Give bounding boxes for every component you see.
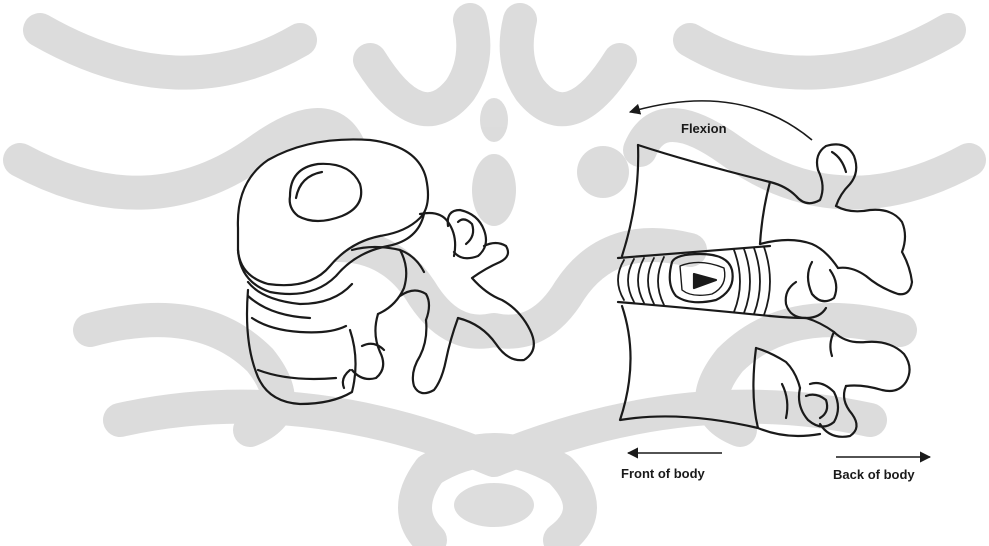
flexion-label: Flexion	[681, 121, 727, 136]
vertebra-top-view	[238, 139, 534, 404]
back-of-body-label: Back of body	[833, 467, 915, 482]
vertebrae-side-view	[618, 144, 912, 436]
front-of-body-label: Front of body	[621, 466, 705, 481]
